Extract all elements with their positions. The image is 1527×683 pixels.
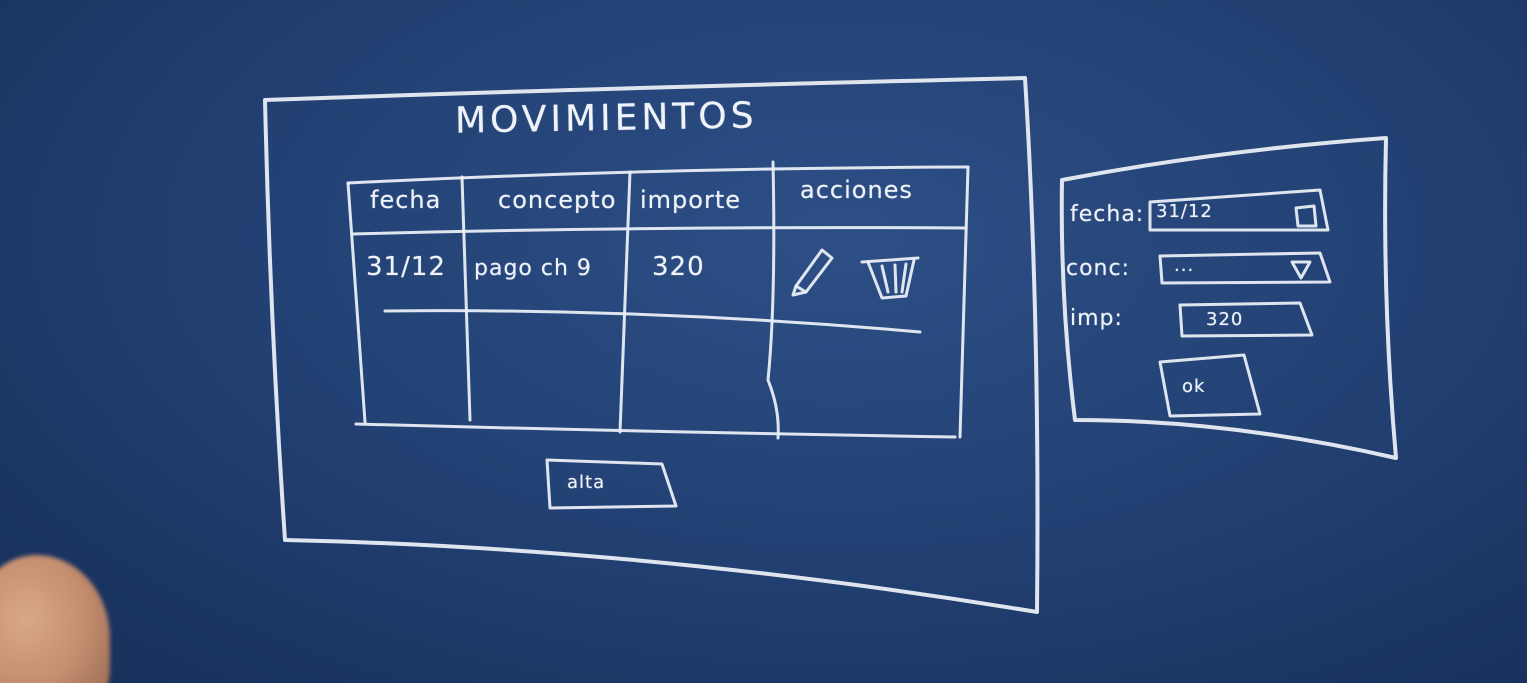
row-fecha-cell: 31/12 bbox=[366, 252, 446, 282]
alta-button-label: alta bbox=[567, 472, 606, 493]
trash-icon-drawing bbox=[860, 256, 920, 300]
dropdown-icon[interactable] bbox=[1292, 261, 1308, 277]
imp-label: imp: bbox=[1070, 306, 1123, 331]
alta-button-frame bbox=[545, 458, 678, 510]
conc-label: conc: bbox=[1066, 256, 1131, 281]
row-importe-cell: 320 bbox=[652, 252, 705, 282]
conc-select[interactable]: ... bbox=[1160, 253, 1330, 284]
fecha-label: fecha: bbox=[1070, 202, 1145, 227]
movements-title: MOVIMIENTOS bbox=[454, 95, 758, 142]
ok-button[interactable]: ok bbox=[1160, 356, 1260, 416]
calendar-icon[interactable] bbox=[1298, 206, 1312, 222]
conc-field-frame bbox=[1158, 251, 1332, 285]
ok-button-label: ok bbox=[1182, 376, 1206, 397]
fecha-field-value: 31/12 bbox=[1156, 201, 1213, 222]
main-window-frame bbox=[263, 76, 1040, 614]
header-concepto: concepto bbox=[498, 186, 617, 214]
pencil-icon[interactable] bbox=[790, 246, 836, 298]
movements-table-grid bbox=[346, 160, 970, 440]
imp-field[interactable]: 320 bbox=[1180, 303, 1312, 337]
conc-select-value: ... bbox=[1174, 255, 1195, 276]
form-window-frame bbox=[1059, 136, 1398, 460]
imp-field-frame bbox=[1178, 301, 1314, 338]
row-concepto-cell: pago ch 9 bbox=[474, 256, 592, 281]
alta-button[interactable]: alta bbox=[547, 460, 677, 510]
header-fecha: fecha bbox=[370, 186, 442, 214]
imp-field-value: 320 bbox=[1206, 309, 1244, 330]
trash-icon[interactable] bbox=[860, 252, 920, 302]
fecha-field-frame bbox=[1148, 188, 1330, 232]
fecha-field[interactable]: 31/12 bbox=[1150, 192, 1328, 232]
ok-button-frame bbox=[1158, 353, 1262, 418]
header-acciones: acciones bbox=[800, 176, 913, 204]
header-importe: importe bbox=[640, 186, 742, 214]
pencil-icon-drawing bbox=[791, 248, 834, 297]
